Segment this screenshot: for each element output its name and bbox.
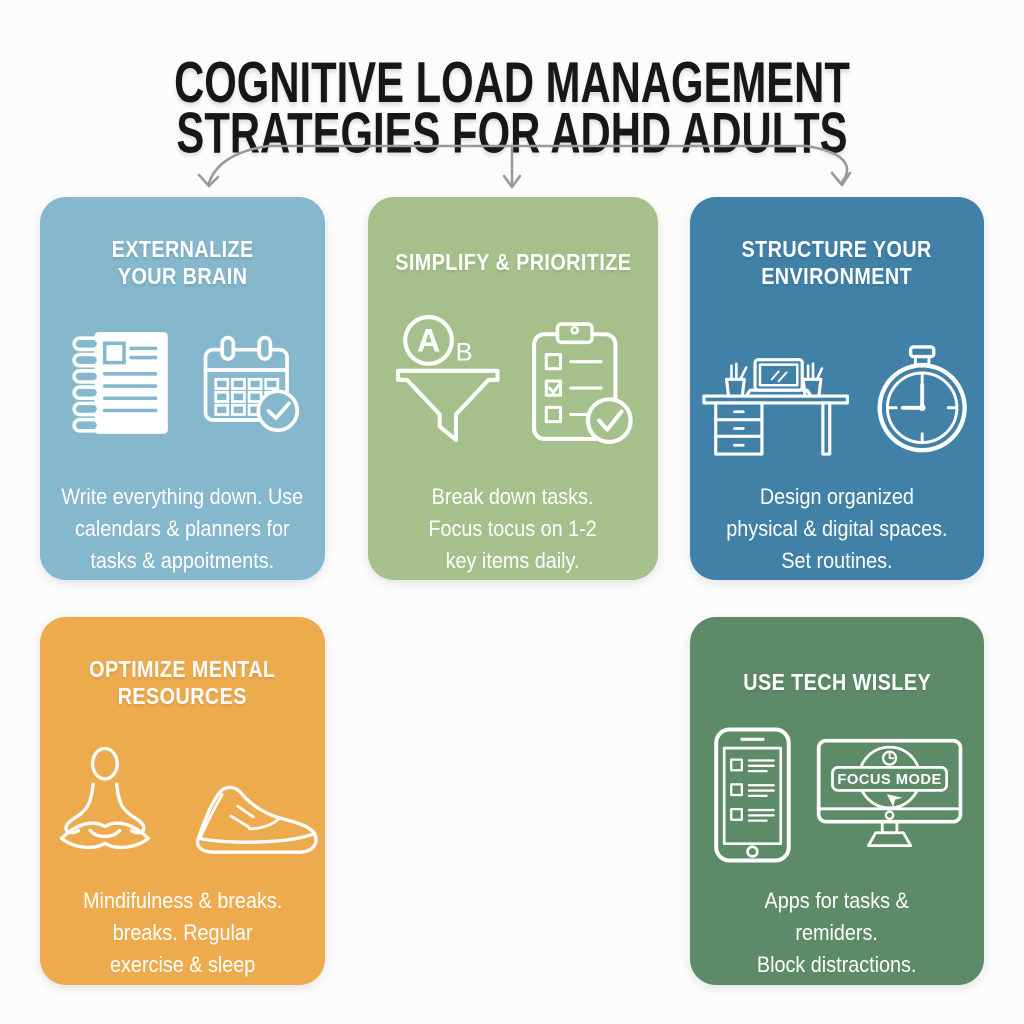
card-optimize-mental-resources: OPTIMIZE MENTAL RESOURCES xyxy=(40,617,325,985)
calendar-check-icon xyxy=(203,335,299,433)
smartphone-checklist-icon xyxy=(714,727,791,863)
flow-connector-arrows xyxy=(197,144,852,189)
card-icons: A B xyxy=(390,299,636,467)
card-title: USE TECH WISLEY xyxy=(743,669,931,696)
card-icons xyxy=(43,719,322,871)
card-title: EXTERNALIZE YOUR BRAIN xyxy=(111,235,254,289)
meditation-icon xyxy=(60,747,151,850)
clock-icon xyxy=(877,345,967,453)
page-title: COGNITIVE LOAD MANAGEMENT STRATEGIES FOR… xyxy=(174,49,850,166)
card-body-text: Break down tasks. Focus tocus on 1-2 key… xyxy=(428,484,598,573)
card-body-text: Design organized physical & digital spac… xyxy=(726,484,948,573)
card-use-tech-wisely: USE TECH WISLEY xyxy=(690,617,984,985)
priority-funnel-icon: A B xyxy=(395,315,500,442)
card-body-text: Write everything down. Use calendars & p… xyxy=(61,484,304,573)
organized-desk-icon xyxy=(702,358,850,456)
focus-mode-monitor-icon: FOCUS MODE xyxy=(816,738,963,848)
checklist-clipboard-icon xyxy=(532,322,634,444)
spiral-notebook-icon xyxy=(71,332,168,434)
running-shoe-icon xyxy=(195,785,318,854)
card-body-text: Mindifulness & breaks. breaks. Regular e… xyxy=(82,888,283,977)
card-body-text: Apps for tasks & remiders. Block distrac… xyxy=(757,888,917,977)
focus-mode-label: FOCUS MODE xyxy=(837,772,941,788)
card-icons xyxy=(701,299,973,467)
card-title: SIMPLIFY & PRIORITIZE xyxy=(394,249,632,276)
card-icons xyxy=(66,299,300,467)
card-icons: FOCUS MODE xyxy=(710,719,964,871)
card-title: OPTIMIZE MENTAL RESOURCES xyxy=(89,655,276,709)
card-structure-your-environment: STRUCTURE YOUR ENVIRONMENT xyxy=(690,197,984,580)
card-title: STRUCTURE YOUR ENVIRONMENT xyxy=(741,235,933,289)
funnel-label-b: B xyxy=(455,339,472,367)
card-simplify-prioritize: SIMPLIFY & PRIORITIZE A B xyxy=(368,197,658,580)
card-externalize-your-brain: EXTERNALIZE YOUR BRAIN xyxy=(40,197,325,580)
funnel-label-a: A xyxy=(417,323,440,359)
